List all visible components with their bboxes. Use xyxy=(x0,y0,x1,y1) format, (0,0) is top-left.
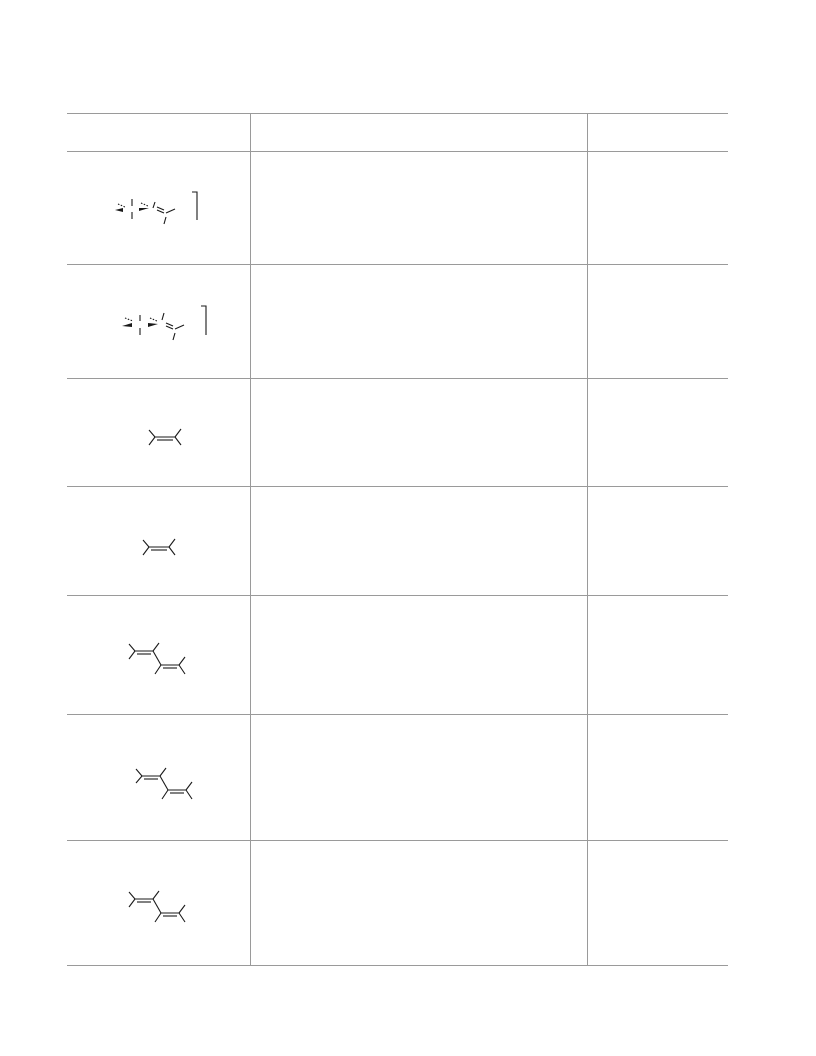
table-row xyxy=(67,379,728,486)
description-cell xyxy=(251,152,599,264)
table-row xyxy=(67,841,728,965)
header-bottom-rule xyxy=(67,151,728,152)
alkene-icon xyxy=(142,538,176,556)
value-cell xyxy=(588,487,740,595)
value-cell xyxy=(588,715,740,840)
table-row xyxy=(67,715,728,840)
description-cell xyxy=(251,379,599,486)
structure-cell xyxy=(67,841,250,965)
row-divider xyxy=(67,595,728,596)
structure-cell xyxy=(67,265,250,378)
structure-cell xyxy=(67,379,250,486)
structure-cell xyxy=(67,596,250,714)
row-divider xyxy=(67,264,728,265)
structure-cell xyxy=(67,152,250,264)
row-divider xyxy=(67,840,728,841)
table-row xyxy=(67,596,728,714)
row-divider xyxy=(67,486,728,487)
value-cell xyxy=(588,379,740,486)
diene-icon xyxy=(128,642,186,675)
header-value xyxy=(588,113,740,151)
row-divider xyxy=(67,378,728,379)
description-cell xyxy=(251,841,599,965)
header-structure xyxy=(67,113,262,151)
structure-cell xyxy=(67,487,250,595)
diene-icon xyxy=(128,890,186,923)
description-cell xyxy=(251,596,599,714)
row-divider xyxy=(67,714,728,715)
table-row xyxy=(67,265,728,378)
value-cell xyxy=(588,265,740,378)
alkene-icon xyxy=(148,428,182,446)
diene-icon xyxy=(135,767,193,800)
table-header-row xyxy=(67,113,728,151)
column-divider xyxy=(587,113,588,966)
table-bottom-rule xyxy=(67,965,728,966)
table-top-rule xyxy=(67,113,728,114)
description-cell xyxy=(251,487,599,595)
organometallic-complex-icon xyxy=(122,305,207,341)
header-description xyxy=(251,113,599,151)
description-cell xyxy=(251,715,599,840)
column-divider xyxy=(250,113,251,966)
description-cell xyxy=(251,265,599,378)
table-row xyxy=(67,152,728,264)
value-cell xyxy=(588,152,740,264)
structure-cell xyxy=(67,715,250,840)
table-row xyxy=(67,487,728,595)
value-cell xyxy=(588,596,740,714)
organometallic-complex-icon xyxy=(115,191,198,225)
value-cell xyxy=(588,841,740,965)
